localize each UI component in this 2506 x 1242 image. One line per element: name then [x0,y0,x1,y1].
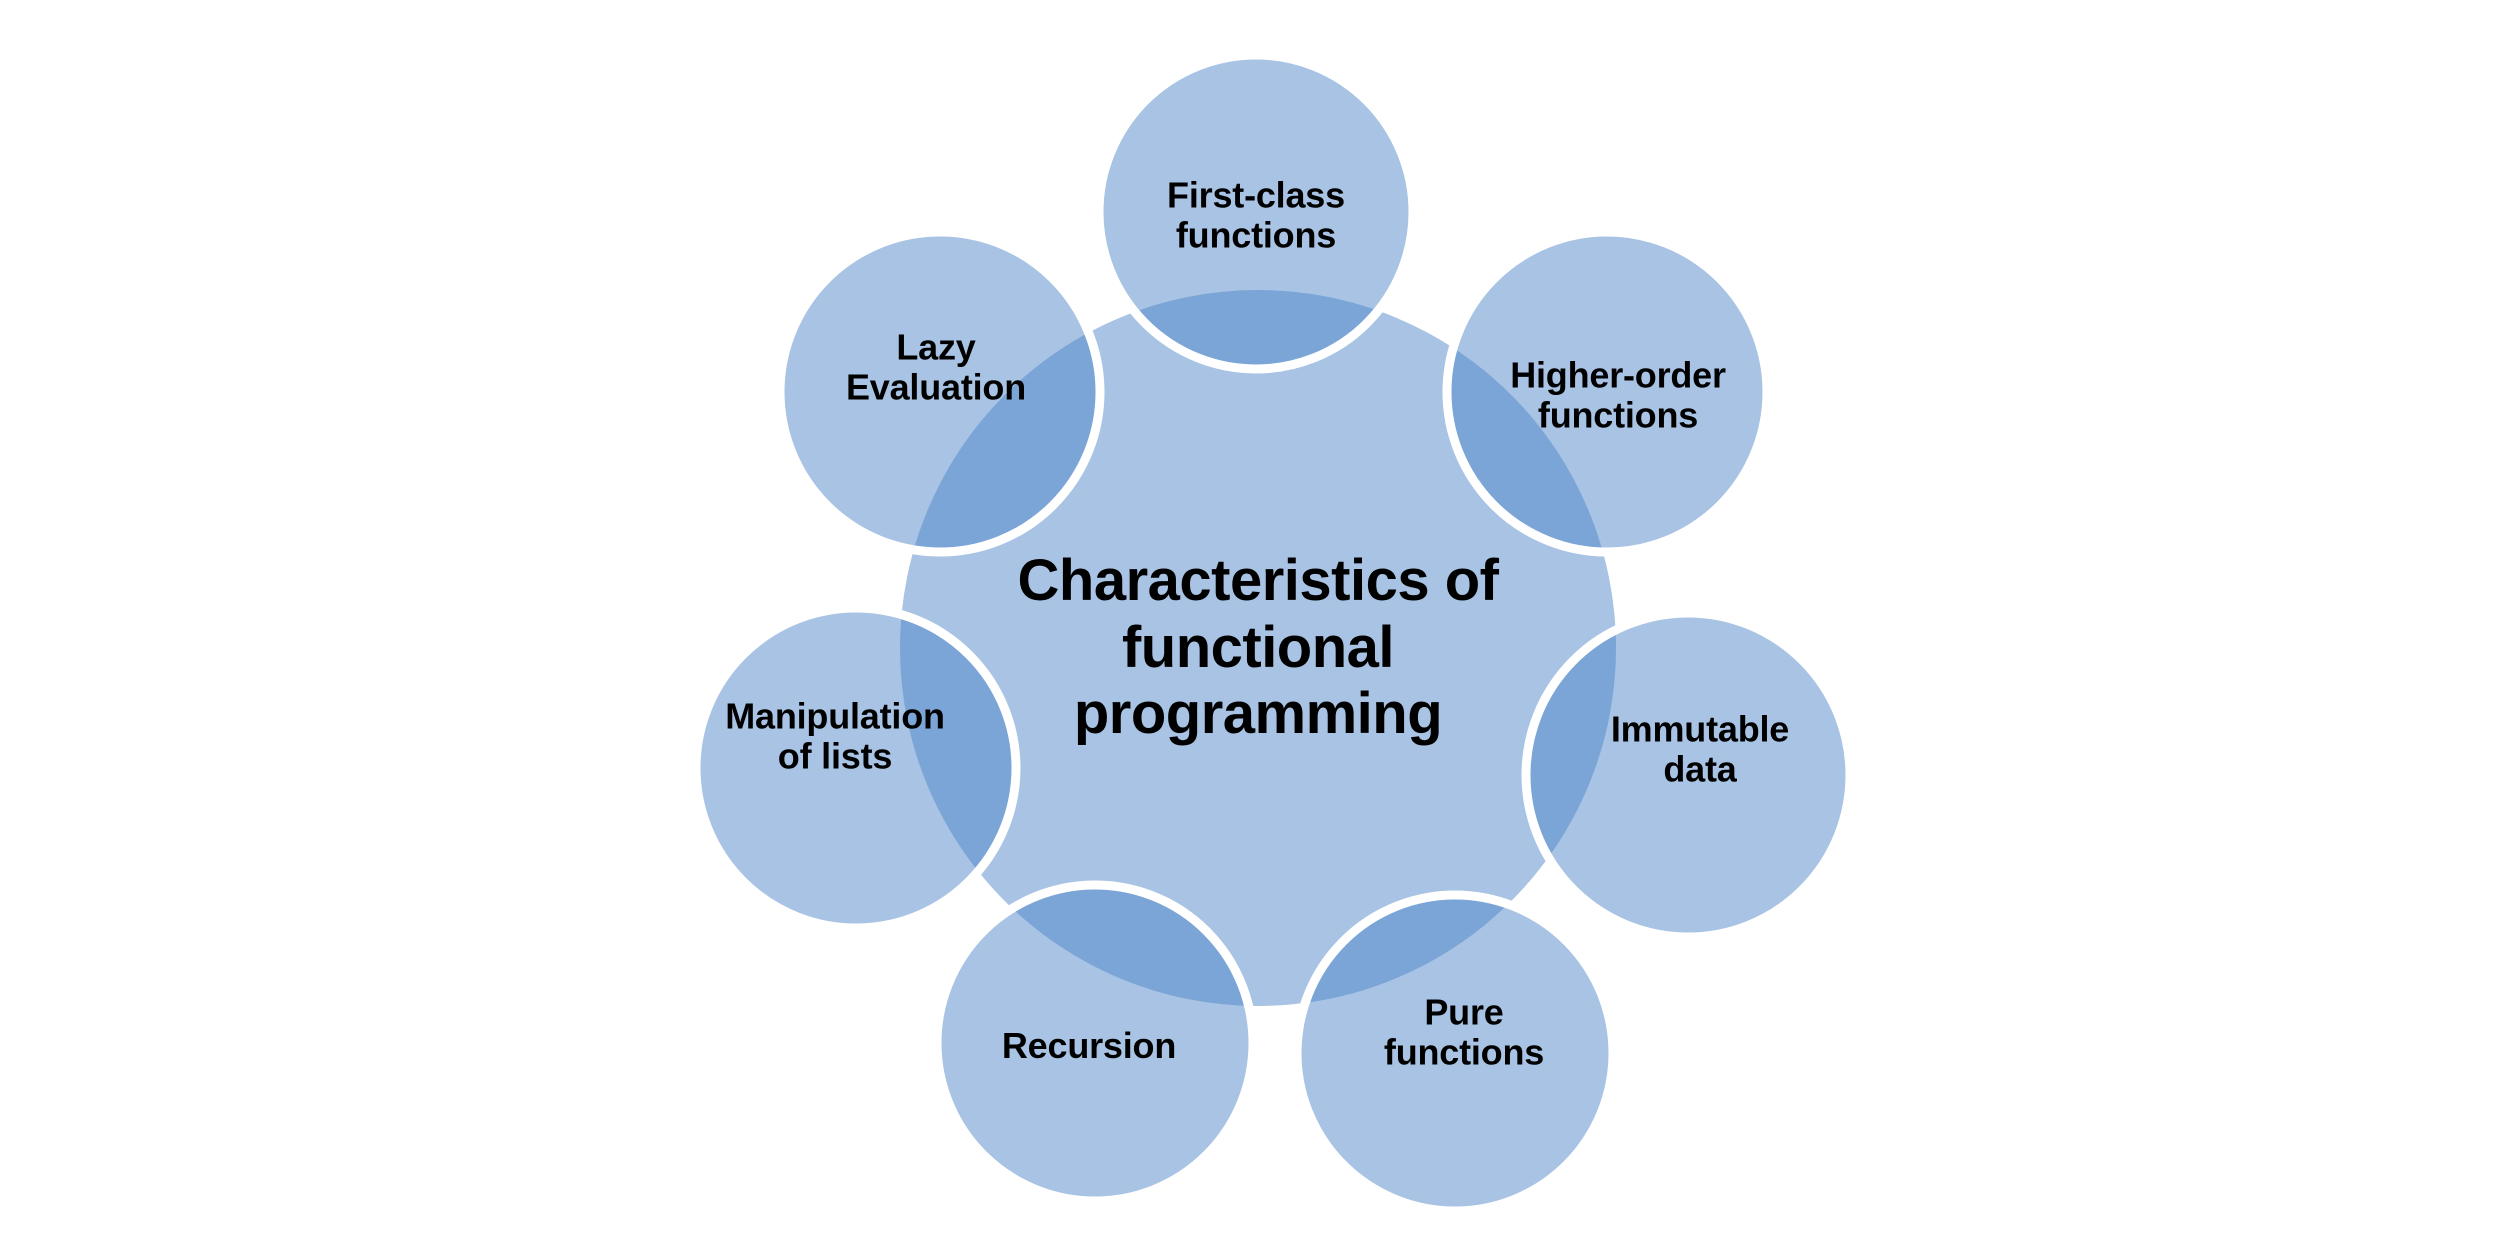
satellite-circle-first-class-functions[interactable] [1099,55,1413,369]
satellite-ring-manipulation-of-lists [691,603,1021,933]
satellite-circles [691,50,1855,1216]
satellite-ring-pure-functions [1292,890,1618,1216]
satellite-ring-recursion [932,880,1258,1206]
satellite-ring-lazy-evaluation [775,227,1105,557]
satellite-ring-immutable-data [1521,608,1855,942]
satellite-ring-first-class-functions [1094,50,1418,374]
satellite-ring-higher-order-functions [1442,227,1772,557]
